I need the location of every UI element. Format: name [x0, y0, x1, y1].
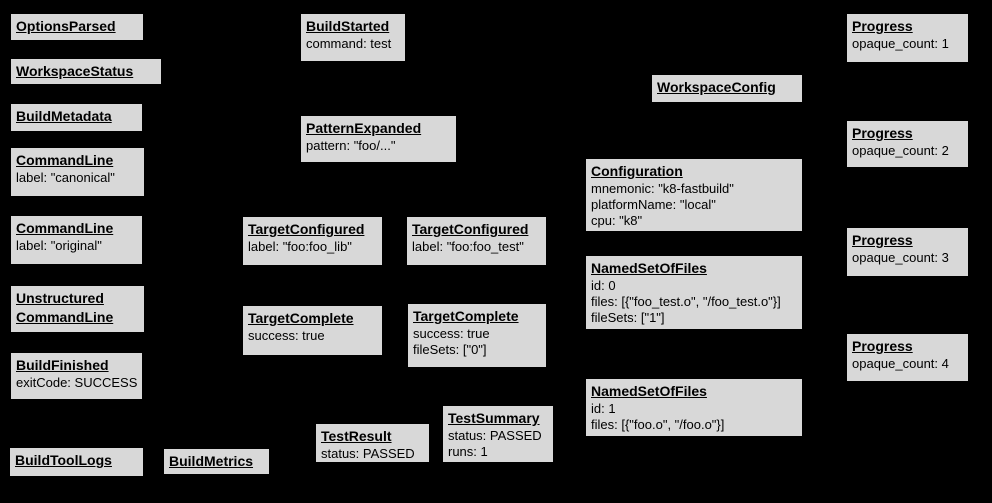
event-node-configuration: Configuration mnemonic: "k8-fastbuild"pl…	[585, 158, 803, 232]
event-node-title: OptionsParsed	[16, 18, 116, 34]
event-node-title: PatternExpanded	[306, 120, 422, 136]
event-node-field: exitCode: SUCCESS	[16, 375, 138, 390]
event-node-field: label: "foo:foo_test"	[412, 239, 524, 254]
event-node-buildmetadata: BuildMetadata	[10, 103, 143, 132]
event-node-field: command: test	[306, 36, 392, 51]
event-node-targetconfigured: TargetConfigured label: "foo:foo_lib"	[242, 216, 383, 266]
event-node-title: TargetComplete	[413, 308, 519, 324]
event-node-title: Progress	[852, 338, 913, 354]
event-node-field: fileSets: ["1"]	[591, 310, 665, 325]
event-node-title: NamedSetOfFiles	[591, 383, 707, 399]
event-node-progress: Progress opaque_count: 2	[846, 120, 969, 168]
event-node-field: status: PASSED	[321, 446, 415, 461]
event-node-field: opaque_count: 1	[852, 36, 949, 51]
event-node-field: status: PASSED	[448, 428, 542, 443]
event-node-title: BuildMetrics	[169, 453, 254, 469]
event-node-field: files: [{"foo.o", "/foo.o"}]	[591, 417, 725, 432]
event-node-title: TestSummary	[448, 410, 540, 426]
event-node-title: WorkspaceStatus	[16, 63, 134, 79]
event-node-title: Configuration	[591, 163, 683, 179]
event-node-title: TargetConfigured	[412, 221, 529, 237]
event-node-workspaceconfig: WorkspaceConfig	[651, 74, 803, 103]
event-node-field: runs: 1	[448, 444, 488, 459]
event-node-title: BuildToolLogs	[15, 452, 112, 468]
event-node-title: TargetComplete	[248, 310, 354, 326]
event-node-title: BuildStarted	[306, 18, 390, 34]
event-node-field: opaque_count: 4	[852, 356, 949, 371]
event-node-buildfinished: BuildFinished exitCode: SUCCESS	[10, 352, 143, 400]
event-node-buildtoollogs: BuildToolLogs	[9, 447, 144, 477]
event-node-progress: Progress opaque_count: 1	[846, 13, 969, 63]
event-node-title: WorkspaceConfig	[657, 79, 776, 95]
event-node-field: fileSets: ["0"]	[413, 342, 487, 357]
event-node-targetcomplete: TargetComplete success: true	[242, 305, 383, 356]
event-node-field: platformName: "local"	[591, 197, 716, 212]
event-node-optionsparsed: OptionsParsed	[10, 13, 144, 41]
event-node-commandline: CommandLine label: "original"	[10, 215, 143, 265]
event-node-field: files: [{"foo_test.o", "/foo_test.o"}]	[591, 294, 781, 309]
event-node-field: pattern: "foo/..."	[306, 138, 396, 153]
event-node-unstructured-commandline: Unstructured CommandLine	[10, 285, 145, 333]
event-node-field: cpu: "k8"	[591, 213, 643, 228]
event-node-title: BuildFinished	[16, 357, 109, 373]
event-node-field: success: true	[248, 328, 325, 343]
event-node-title: CommandLine	[16, 220, 114, 236]
event-node-targetconfigured: TargetConfigured label: "foo:foo_test"	[406, 216, 547, 266]
event-node-title: Progress	[852, 232, 913, 248]
event-node-progress: Progress opaque_count: 4	[846, 333, 969, 382]
event-node-progress: Progress opaque_count: 3	[846, 227, 969, 277]
event-node-title: Unstructured CommandLine	[16, 290, 114, 325]
event-node-commandline: CommandLine label: "canonical"	[10, 147, 145, 197]
event-node-title: NamedSetOfFiles	[591, 260, 707, 276]
event-node-field: label: "foo:foo_lib"	[248, 239, 352, 254]
event-node-title: TestResult	[321, 428, 392, 444]
event-node-field: mnemonic: "k8-fastbuild"	[591, 181, 734, 196]
event-node-field: opaque_count: 3	[852, 250, 949, 265]
event-node-field: success: true	[413, 326, 490, 341]
event-node-field: label: "canonical"	[16, 170, 115, 185]
event-node-workspacestatus: WorkspaceStatus	[10, 58, 162, 85]
event-node-title: TargetConfigured	[248, 221, 365, 237]
event-node-field: id: 1	[591, 401, 616, 416]
event-node-title: BuildMetadata	[16, 108, 112, 124]
event-node-patternexpanded: PatternExpanded pattern: "foo/..."	[300, 115, 457, 163]
event-node-field: id: 0	[591, 278, 616, 293]
event-node-title: CommandLine	[16, 152, 114, 168]
event-node-field: opaque_count: 2	[852, 143, 949, 158]
event-node-title: Progress	[852, 125, 913, 141]
event-node-title: Progress	[852, 18, 913, 34]
event-node-testresult: TestResult status: PASSED	[315, 423, 430, 463]
event-node-buildmetrics: BuildMetrics	[163, 448, 270, 475]
event-node-buildstarted: BuildStarted command: test	[300, 13, 406, 62]
event-node-field: label: "original"	[16, 238, 102, 253]
